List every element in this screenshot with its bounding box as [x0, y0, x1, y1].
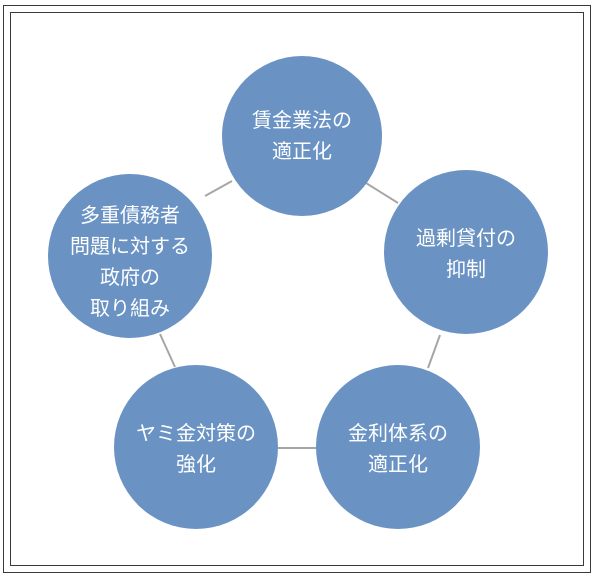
connector-left-top	[204, 180, 233, 197]
node-bottom-right: 金利体系の 適正化	[316, 365, 480, 529]
node-right: 過剰貸付の 抑制	[384, 170, 548, 334]
inner-frame	[10, 12, 584, 566]
node-bottom-left: ヤミ金対策の 強化	[114, 365, 278, 529]
node-right-line-2: 抑制	[446, 257, 486, 281]
node-top-line-2: 適正化	[272, 139, 332, 163]
node-left-line-3: 政府の	[100, 265, 160, 289]
connector-bottomleft-left	[159, 333, 176, 368]
connector-top-right	[365, 182, 399, 204]
node-bottom-left-line-1: ヤミ金対策の	[136, 421, 256, 445]
node-left-line-1: 多重債務者	[80, 203, 180, 227]
node-left-line-2: 問題に対する	[70, 234, 190, 258]
node-right-line-1: 過剰貸付の	[416, 226, 516, 250]
node-bottom-right-line-1: 金利体系の	[348, 421, 448, 445]
node-left-line-4: 取り組み	[90, 296, 170, 320]
node-top-line-1: 賃金業法の	[252, 108, 352, 132]
node-bottom-right-line-2: 適正化	[368, 452, 428, 476]
node-top: 賃金業法の 適正化	[222, 56, 382, 216]
connector-right-bottomright	[427, 334, 441, 369]
node-left: 多重債務者 問題に対する 政府の 取り組み	[48, 174, 212, 338]
outer-frame	[3, 5, 591, 573]
node-bottom-left-line-2: 強化	[176, 452, 216, 476]
